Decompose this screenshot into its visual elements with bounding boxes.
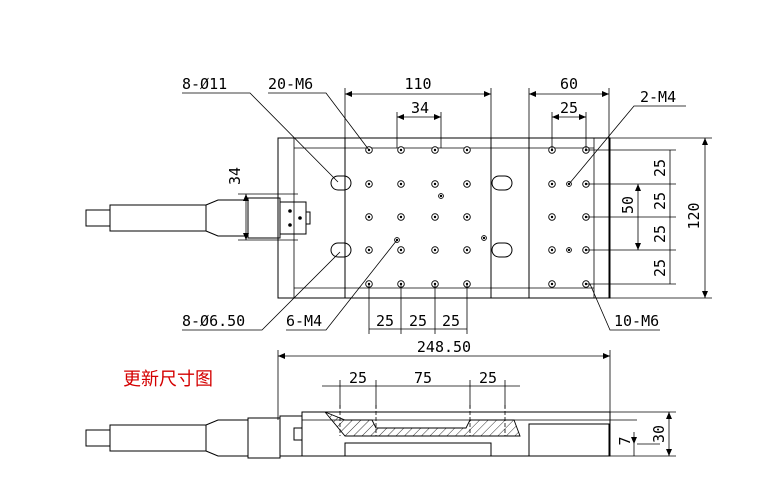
dim-25-a-label: 25 (651, 159, 669, 177)
dim-s75-label: 75 (414, 369, 432, 387)
base-plate (277, 137, 611, 299)
update-note: 更新尺寸图 (123, 369, 213, 390)
callout-10-m6: 10-M6 (614, 312, 659, 330)
dim-110-label: 110 (404, 75, 431, 93)
side-block (528, 423, 610, 457)
table-hole-center (465, 215, 469, 219)
table-hole-center (367, 248, 371, 252)
callout-8-d650: 8-Ø6.50 (182, 312, 245, 330)
dim-110: 110 (344, 75, 492, 138)
table-hole-center (399, 215, 403, 219)
dim-34-top: 34 (396, 99, 442, 148)
dim-b25-a-label: 25 (376, 312, 394, 330)
table-hole-center (367, 215, 371, 219)
block-holes (548, 146, 590, 288)
table-hole-small-center (439, 194, 443, 198)
dim-25-b-label: 25 (651, 192, 669, 210)
dim-248-50-label: 248.50 (417, 338, 471, 356)
moving-table (344, 137, 492, 299)
dim-30-label: 30 (650, 425, 668, 443)
dim-25-right-top-label: 25 (560, 99, 578, 117)
table-hole-center (399, 248, 403, 252)
table-hole-small-center (482, 236, 486, 240)
table-hole-center (465, 148, 469, 152)
table-hole-center (399, 148, 403, 152)
side-shaft (85, 415, 303, 459)
right-block (528, 137, 610, 299)
dim-25-d-label: 25 (651, 259, 669, 277)
dim-34-left-label: 34 (226, 167, 244, 185)
side-foot (344, 442, 492, 457)
dim-25-chain-bottom: 25 25 25 (368, 284, 468, 334)
dim-60-label: 60 (560, 75, 578, 93)
dim-248-50: 248.50 (277, 338, 611, 420)
table-hole-center (433, 182, 437, 186)
table-hole-center (465, 248, 469, 252)
block-hole-center (550, 182, 554, 186)
dim-b25-c-label: 25 (442, 312, 460, 330)
block-hole-center (550, 282, 554, 286)
handwheel-shaft (85, 197, 311, 239)
dim-25-right-top: 25 (551, 99, 587, 150)
block-hole-m4-center (567, 248, 571, 252)
dim-side-heights: 7 30 (609, 411, 676, 457)
table-hole-center (367, 182, 371, 186)
side-view: 248.50 25 75 (85, 338, 676, 459)
top-view: 110 34 60 25 34 (85, 75, 712, 334)
callout-6-m4: 6-M4 (286, 312, 322, 330)
dim-120-label: 120 (685, 202, 703, 229)
table-hole-center (433, 215, 437, 219)
callout-20-m6: 20-M6 (268, 75, 313, 93)
block-hole-center (550, 215, 554, 219)
dim-50-label: 50 (619, 196, 637, 214)
table-hole-center (433, 148, 437, 152)
dim-25-c-label: 25 (651, 225, 669, 243)
dim-side-chain: 25 75 25 (322, 369, 520, 408)
section-hatch (324, 411, 521, 437)
block-hole-center (550, 248, 554, 252)
dim-120: 120 (609, 137, 712, 299)
table-hole-center (465, 182, 469, 186)
table-hole-center (399, 182, 403, 186)
table-hole-center (433, 248, 437, 252)
callouts: 8-Ø11 20-M6 2-M4 8-Ø6.50 6-M4 10-M6 (182, 75, 686, 331)
callout-2-m4: 2-M4 (640, 88, 676, 106)
dim-25-chain-right: 25 25 25 25 50 (586, 149, 676, 285)
base-slots (330, 175, 513, 258)
dim-b25-b-label: 25 (409, 312, 427, 330)
dim-34-top-label: 34 (411, 99, 429, 117)
dim-34-left: 34 (226, 167, 298, 241)
dim-7-label: 7 (616, 436, 634, 445)
dim-s25-right-label: 25 (479, 369, 497, 387)
dim-60: 60 (528, 75, 610, 138)
dim-s25-left-label: 25 (349, 369, 367, 387)
table-holes (365, 146, 487, 288)
callout-8-d11: 8-Ø11 (182, 75, 227, 93)
